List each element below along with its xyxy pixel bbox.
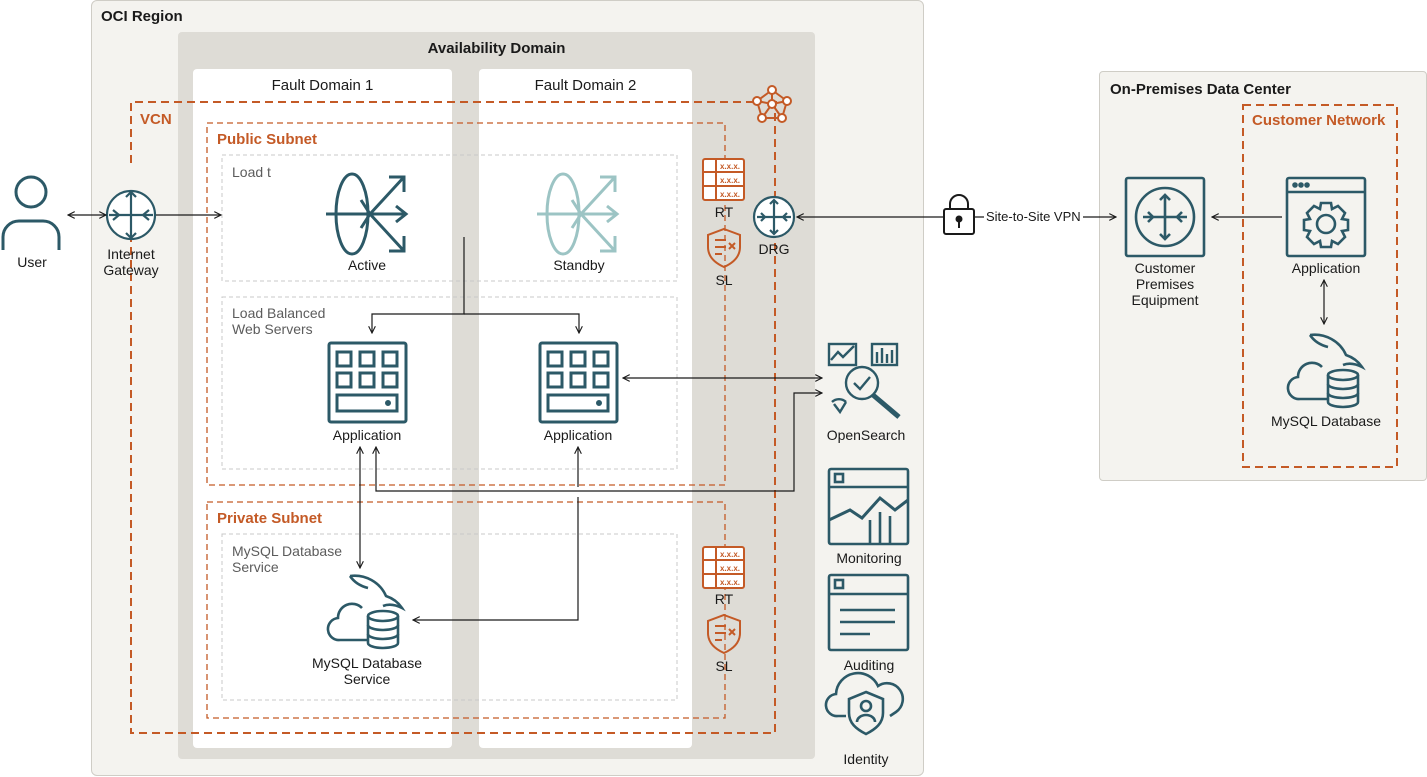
route-table-label-private: RT	[714, 591, 734, 607]
cpe-label-1: Customer	[1134, 260, 1196, 276]
customer-network-label: Customer Network	[1252, 112, 1386, 129]
load-balancer-group	[221, 154, 678, 282]
load-balancer-active-icon	[326, 172, 409, 256]
mysql-group-label-2: Service	[232, 559, 279, 575]
identity-icon	[824, 671, 905, 736]
monitoring-label: Monitoring	[836, 550, 902, 566]
web-servers-group	[221, 296, 678, 470]
cpe-label-2: Premises	[1135, 276, 1195, 292]
security-list-label-public: SL	[715, 272, 733, 288]
opensearch-icon	[827, 342, 901, 419]
application-2-label: Application	[543, 427, 613, 443]
vcn-border	[130, 101, 790, 734]
auditing-icon	[827, 573, 910, 652]
private-subnet-border	[206, 501, 726, 719]
cpe-label-3: Equipment	[1131, 292, 1199, 308]
onprem-mysql-label: MySQL Database	[1271, 413, 1381, 429]
onprem-mysql-database-icon	[1286, 333, 1366, 409]
onprem-application-label: Application	[1291, 260, 1361, 276]
svg-text:x.x.x.: x.x.x.	[720, 190, 740, 199]
load-balancer-standby-label: Standby	[553, 257, 605, 273]
load-balancer-group-label: Load t	[232, 164, 271, 180]
security-list-label-private: SL	[715, 658, 733, 674]
svg-text:x.x.x.: x.x.x.	[720, 176, 740, 185]
application-1-label: Application	[332, 427, 402, 443]
route-table-label-public: RT	[714, 204, 734, 220]
svg-text:x.x.x.: x.x.x.	[720, 578, 740, 587]
web-servers-group-label-1: Load Balanced	[232, 305, 326, 321]
security-list-icon-private	[707, 613, 741, 655]
on-premises-data-center	[1099, 71, 1427, 481]
internet-gateway-icon	[105, 189, 157, 241]
drg-label: DRG	[758, 241, 790, 257]
vpn-label: Site-to-Site VPN	[984, 209, 1083, 224]
mysql-service-group	[221, 533, 678, 701]
auditing-label: Auditing	[843, 657, 895, 673]
route-table-icon-private: x.x.x. x.x.x. x.x.x.	[702, 546, 745, 589]
web-servers-group-label-2: Web Servers	[232, 321, 313, 337]
internet-gateway-label-2: Gateway	[103, 262, 159, 278]
opensearch-label: OpenSearch	[826, 427, 906, 443]
on-premises-title: On-Premises Data Center	[1110, 81, 1291, 98]
user-label: User	[17, 254, 47, 270]
load-balancer-active-label: Active	[347, 257, 387, 273]
mysql-service-label-1: MySQL Database	[312, 655, 422, 671]
svg-text:x.x.x.: x.x.x.	[720, 564, 740, 573]
internet-gateway-label-1: Internet	[107, 246, 155, 262]
onprem-application-icon	[1285, 176, 1367, 258]
user-icon	[1, 175, 61, 250]
mysql-database-service-icon	[326, 574, 406, 650]
drg-icon	[752, 195, 796, 239]
fault-domain-2-title: Fault Domain 2	[534, 77, 637, 94]
customer-network-border	[1242, 104, 1398, 468]
oci-region-title: OCI Region	[101, 8, 183, 25]
identity-label: Identity	[843, 751, 889, 767]
fault-domain-1-title: Fault Domain 1	[271, 77, 374, 94]
route-table-icon-public: x.x.x. x.x.x. x.x.x.	[702, 158, 745, 201]
mysql-group-label-1: MySQL Database	[232, 543, 342, 559]
vcn-label: VCN	[140, 111, 172, 128]
svg-text:x.x.x.: x.x.x.	[720, 162, 740, 171]
availability-domain-title: Availability Domain	[427, 40, 566, 57]
monitoring-icon	[827, 467, 910, 546]
application-1-icon	[327, 341, 408, 424]
load-balancer-standby-icon	[537, 172, 620, 256]
public-subnet-label: Public Subnet	[217, 131, 318, 148]
svg-text:x.x.x.: x.x.x.	[720, 550, 740, 559]
mysql-service-label-2: Service	[343, 671, 391, 687]
application-2-icon	[538, 341, 619, 424]
private-subnet-label: Private Subnet	[217, 510, 323, 527]
vpn-lock-icon	[943, 194, 975, 235]
security-list-icon-public	[707, 227, 741, 269]
vcn-icon	[752, 85, 792, 123]
public-subnet-border	[206, 122, 726, 486]
customer-premises-equipment-icon	[1124, 176, 1206, 258]
